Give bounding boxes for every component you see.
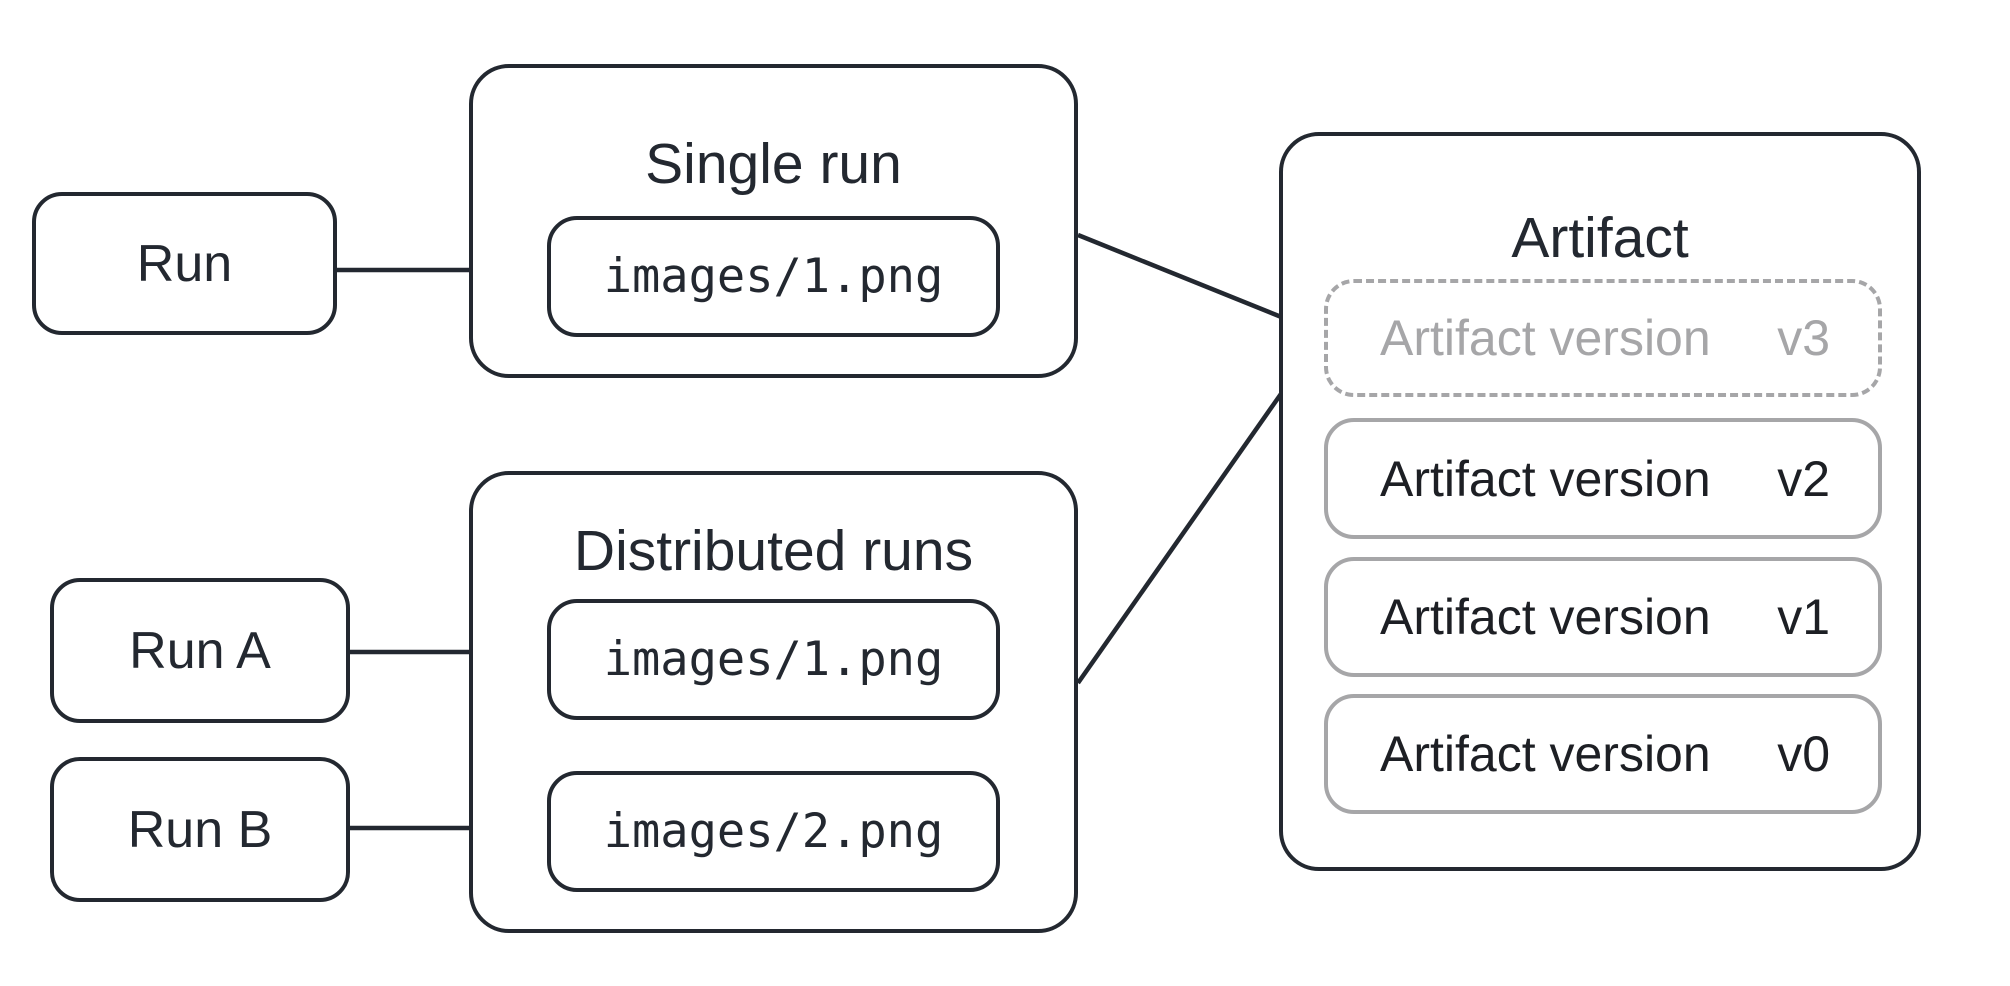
artifact-version-v3-label: Artifact version bbox=[1380, 310, 1711, 366]
run-b-node-label: Run B bbox=[127, 800, 273, 859]
single-run-file-label: images/1.png bbox=[603, 249, 944, 304]
distributed-runs-group-title: Distributed runs bbox=[573, 519, 974, 583]
artifact-version-v3-tag: v3 bbox=[1777, 310, 1830, 366]
artifact-version-row-v1: Artifact version v1 bbox=[1324, 557, 1882, 677]
artifact-version-v2-label: Artifact version bbox=[1380, 450, 1711, 507]
run-node-label: Run bbox=[136, 234, 233, 293]
artifact-group: Artifact Artifact version v3 Artifact ve… bbox=[1279, 132, 1921, 871]
run-a-node-label: Run A bbox=[129, 621, 271, 680]
run-b-node: Run B bbox=[50, 757, 350, 902]
artifact-version-v1-label: Artifact version bbox=[1380, 589, 1711, 645]
artifact-version-v2-tag: v2 bbox=[1777, 450, 1830, 507]
distributed-file-label-1: images/1.png bbox=[603, 632, 944, 687]
single-run-group: Single run images/1.png bbox=[469, 64, 1078, 378]
artifact-version-v0-label: Artifact version bbox=[1380, 726, 1711, 782]
distributed-file-label-2: images/2.png bbox=[603, 804, 944, 859]
distributed-file-box-1: images/1.png bbox=[547, 599, 1000, 720]
artifact-version-v1-tag: v1 bbox=[1777, 589, 1830, 645]
run-node: Run bbox=[32, 192, 337, 335]
artifact-version-row-v3-pending: Artifact version v3 bbox=[1324, 279, 1882, 397]
artifact-group-title: Artifact bbox=[1511, 206, 1689, 270]
artifact-version-row-v2: Artifact version v2 bbox=[1324, 418, 1882, 539]
distributed-runs-group: Distributed runs images/1.png images/2.p… bbox=[469, 471, 1078, 933]
distributed-file-box-2: images/2.png bbox=[547, 771, 1000, 892]
run-a-node: Run A bbox=[50, 578, 350, 723]
single-run-file-box: images/1.png bbox=[547, 216, 1000, 337]
artifact-version-row-v0: Artifact version v0 bbox=[1324, 694, 1882, 814]
artifact-version-v0-tag: v0 bbox=[1777, 726, 1830, 782]
single-run-group-title: Single run bbox=[645, 132, 902, 196]
